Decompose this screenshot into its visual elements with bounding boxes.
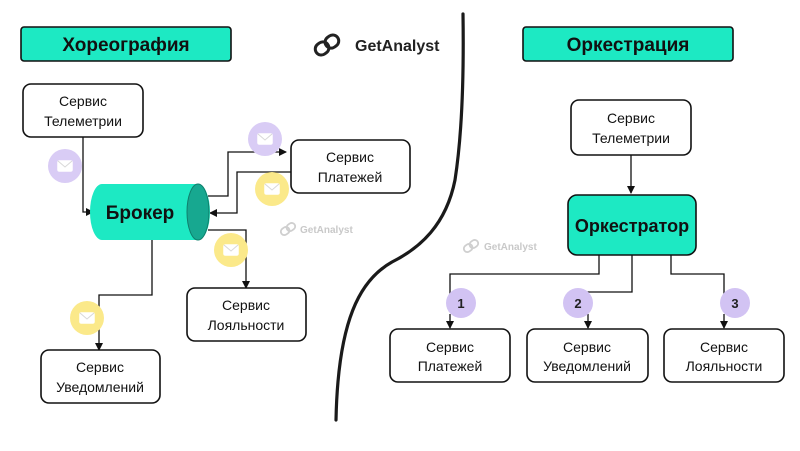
svg-text:Брокер: Брокер [106, 203, 175, 224]
envelope-icon [214, 233, 248, 267]
envelope-icon [70, 301, 104, 335]
left-payments-service: Сервис Платежей [290, 139, 411, 194]
svg-text:Оркестрация: Оркестрация [567, 35, 690, 56]
edge-orchestrator-to-payments [449, 255, 600, 294]
svg-text:GetAnalyst: GetAnalyst [484, 242, 537, 253]
svg-text:Лояльности: Лояльности [686, 358, 763, 374]
right-payments-service: Сервис Платежей [389, 328, 511, 383]
svg-text:Оркестратор: Оркестратор [575, 216, 689, 236]
svg-text:GetAnalyst: GetAnalyst [355, 38, 440, 55]
getanalyst-logo: GetAnalyst [313, 33, 440, 57]
orchestrator-node: Оркестратор [567, 194, 697, 256]
envelope-icon [255, 172, 289, 206]
svg-text:3: 3 [731, 296, 738, 311]
svg-text:Сервис: Сервис [222, 297, 270, 313]
watermark: GetAnalyst [462, 239, 537, 253]
left-telemetry-service: Сервис Телеметрии [22, 83, 144, 138]
svg-text:GetAnalyst: GetAnalyst [300, 225, 353, 236]
step-badge: 3 [720, 288, 750, 318]
step-badge: 1 [446, 288, 476, 318]
svg-text:Платежей: Платежей [418, 358, 483, 374]
link-chain-icon [313, 33, 341, 57]
edge-orchestrator-to-loyalty [670, 255, 725, 294]
svg-text:Уведомлений: Уведомлений [543, 358, 631, 374]
right-notifications-service: Сервис Уведомлений [526, 328, 649, 383]
edge-telemetry-to-broker [82, 137, 94, 216]
broker-node: Брокер [90, 183, 210, 241]
watermark: GetAnalyst [279, 222, 353, 236]
svg-text:Сервис: Сервис [563, 339, 611, 355]
svg-text:Сервис: Сервис [426, 339, 474, 355]
svg-text:Хореография: Хореография [62, 35, 189, 56]
step-badge: 2 [563, 288, 593, 318]
svg-text:Сервис: Сервис [76, 359, 124, 375]
svg-text:Уведомлений: Уведомлений [56, 379, 144, 395]
edge-broker-to-notifications [95, 240, 153, 351]
section-divider [334, 12, 465, 422]
svg-text:Сервис: Сервис [326, 149, 374, 165]
svg-text:Платежей: Платежей [318, 169, 383, 185]
svg-text:Сервис: Сервис [59, 93, 107, 109]
envelope-icon [48, 149, 82, 183]
right-telemetry-service: Сервис Телеметрии [570, 99, 692, 156]
right-loyalty-service: Сервис Лояльности [663, 328, 785, 383]
edge-payments-to-broker [209, 171, 291, 217]
left-loyalty-service: Сервис Лояльности [186, 287, 307, 342]
svg-text:Телеметрии: Телеметрии [592, 130, 670, 146]
svg-text:1: 1 [457, 296, 464, 311]
svg-text:Лояльности: Лояльности [208, 317, 285, 333]
svg-text:Телеметрии: Телеметрии [44, 113, 122, 129]
svg-text:Сервис: Сервис [607, 110, 655, 126]
left-notifications-service: Сервис Уведомлений [40, 349, 161, 404]
svg-text:2: 2 [574, 296, 581, 311]
orchestration-title: Оркестрация [522, 26, 734, 62]
envelope-icon [248, 122, 282, 156]
choreography-title: Хореография [20, 26, 232, 62]
edge-broker-to-loyalty [208, 229, 250, 289]
svg-text:Сервис: Сервис [700, 339, 748, 355]
